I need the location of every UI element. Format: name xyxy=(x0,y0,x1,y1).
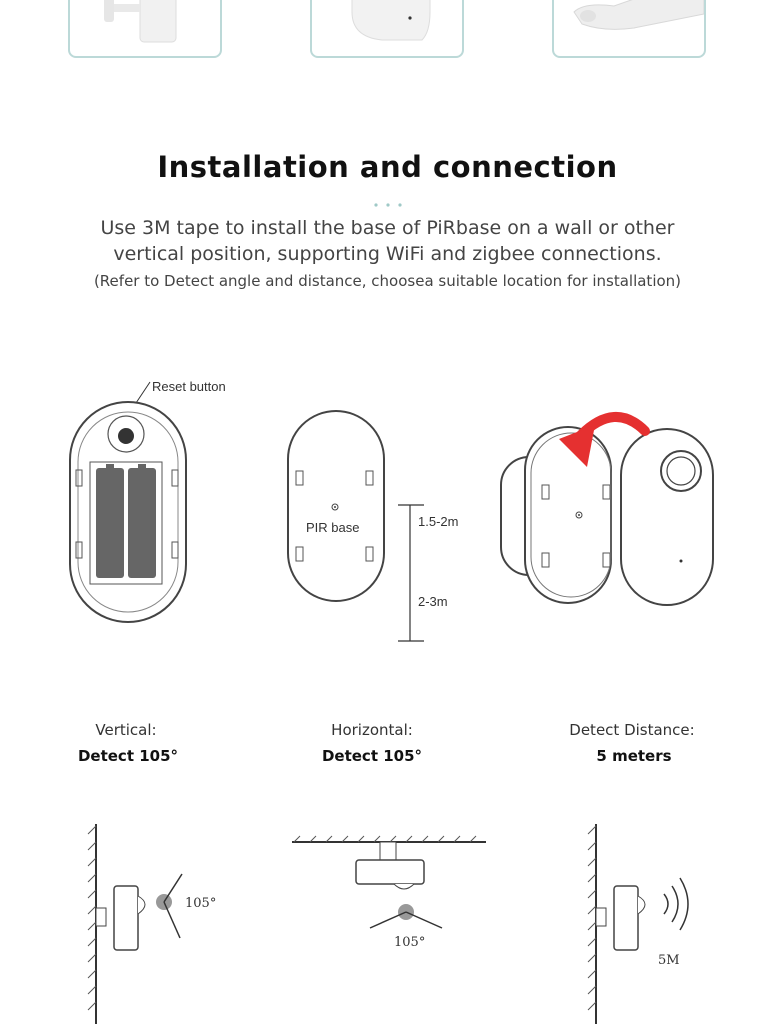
height-upper-label: 1.5-2m xyxy=(418,514,459,529)
vertical-angle-diagram xyxy=(87,824,183,1024)
reset-button-label: Reset button xyxy=(152,379,226,394)
device-back-diagram xyxy=(69,381,187,623)
thumbnail-card-bracket[interactable] xyxy=(552,0,706,58)
horizontal-value: Detect 105° xyxy=(321,747,423,765)
separator-dots xyxy=(374,203,402,207)
distance-label: Detect Distance: xyxy=(569,721,695,739)
description-line-1: Use 3M tape to install the base of PiRba… xyxy=(100,217,675,239)
vertical-label: Vertical: xyxy=(95,721,157,739)
distance-value: 5 meters xyxy=(596,747,672,765)
distance-value-label: 5M xyxy=(658,953,680,968)
pir-base-label: PIR base xyxy=(306,520,360,535)
horizontal-angle-label: 105° xyxy=(394,935,426,950)
installation-note: (Refer to Detect angle and distance, cho… xyxy=(93,272,682,290)
attach-sensor-diagram xyxy=(500,412,714,606)
signal-waves-icon xyxy=(663,877,689,931)
pir-base-diagram xyxy=(287,410,424,642)
height-lower-label: 2-3m xyxy=(418,594,448,609)
horizontal-angle-diagram xyxy=(292,835,486,929)
sensor-illustration xyxy=(351,0,431,41)
distance-diagram xyxy=(587,824,689,1024)
wall-mount-illustration xyxy=(104,0,177,43)
bracket-illustration xyxy=(573,0,704,30)
battery-icon xyxy=(128,468,156,578)
page-title: Installation and connection xyxy=(157,150,618,184)
vertical-value: Detect 105° xyxy=(77,747,179,765)
reset-button-icon xyxy=(118,428,134,444)
thumbnail-card-wall-mount[interactable] xyxy=(68,0,222,58)
vertical-angle-label: 105° xyxy=(185,896,217,911)
description-line-2: vertical position, supporting WiFi and z… xyxy=(113,243,662,265)
battery-icon xyxy=(96,468,124,578)
horizontal-label: Horizontal: xyxy=(331,721,413,739)
thumbnail-card-sensor[interactable] xyxy=(310,0,464,58)
